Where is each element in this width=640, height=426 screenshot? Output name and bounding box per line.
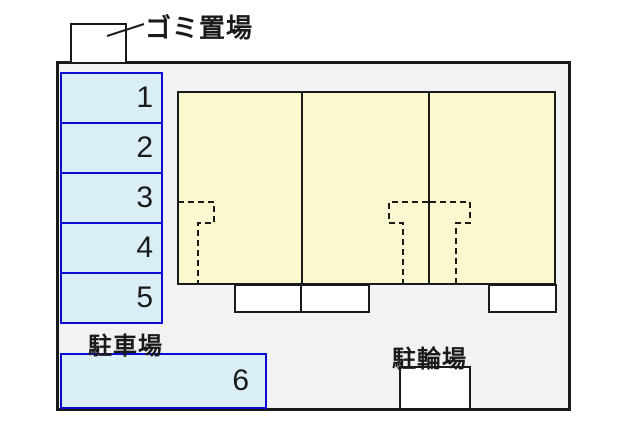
bicycle-shed-box	[399, 366, 471, 410]
unit-divider	[428, 93, 430, 283]
parking-space: 2	[60, 122, 163, 174]
entrance-porch	[488, 284, 557, 313]
entrance-porch	[300, 284, 370, 313]
garbage-area-box	[70, 23, 127, 64]
parking-space: 1	[60, 72, 163, 124]
parking-space: 4	[60, 222, 163, 274]
unit-divider	[301, 93, 303, 283]
parking-space: 5	[60, 272, 163, 324]
parking-space: 3	[60, 172, 163, 224]
parking-column: 1 2 3 4 5	[60, 72, 163, 324]
entrance-porch	[234, 284, 302, 313]
parking-area-label: 駐車場	[88, 333, 163, 360]
building-footprint	[177, 91, 556, 285]
bicycle-area-label: 駐輪場	[392, 346, 467, 373]
garbage-area-label: ゴミ置場	[145, 13, 254, 43]
parking-space: 6	[60, 353, 267, 409]
